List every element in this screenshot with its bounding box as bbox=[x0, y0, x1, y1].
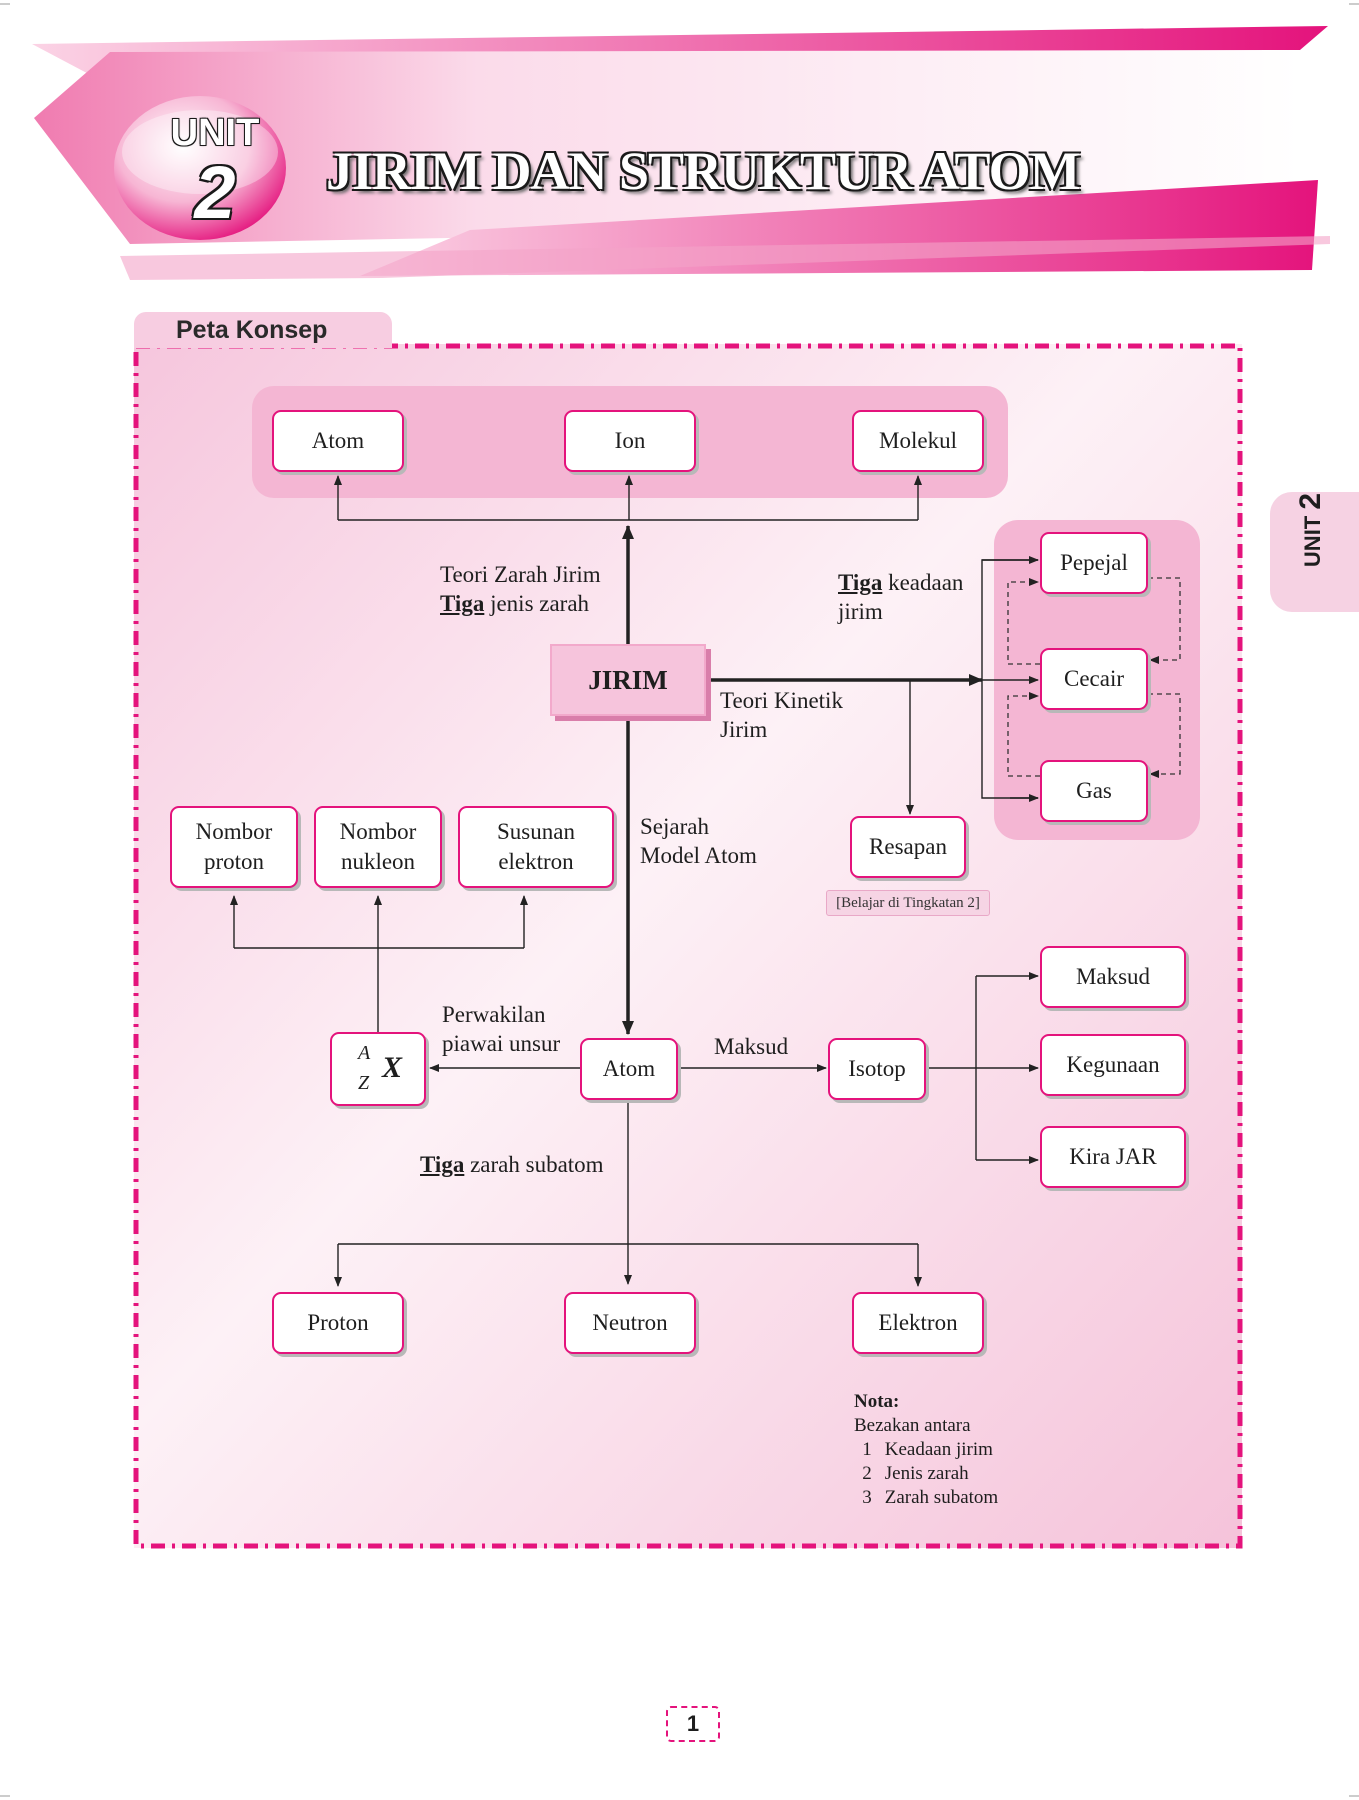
concept-map-border bbox=[133, 343, 1243, 1549]
label-atom-history: Sejarah Model Atom bbox=[640, 812, 757, 870]
node-jirim-center: JIRIM bbox=[550, 644, 706, 716]
node-cecair: Cecair bbox=[1040, 648, 1148, 710]
dashed-cecair-to-pepejal bbox=[1007, 578, 1040, 665]
label-subatomic-bold: Tiga bbox=[420, 1152, 465, 1177]
label-standard-line2: piawai unsur bbox=[442, 1031, 561, 1056]
unit-badge-disc bbox=[114, 96, 286, 240]
label-history-line2: Model Atom bbox=[640, 843, 757, 868]
banner-body bbox=[34, 50, 1300, 244]
mass-number-symbol: A bbox=[358, 1042, 371, 1064]
concept-map-tab bbox=[134, 312, 392, 348]
node-standard-notation: A Z X bbox=[330, 1032, 426, 1106]
node-kira-jar: Kira JAR bbox=[1040, 1126, 1186, 1188]
label-history-line1: Sejarah bbox=[640, 814, 709, 839]
label-particle-theory-line1: Teori Zarah Jirim bbox=[440, 562, 601, 587]
node-neutron: Neutron bbox=[564, 1292, 696, 1354]
side-tab-word: UNIT bbox=[1300, 515, 1325, 568]
label-states-bold: Tiga bbox=[838, 570, 883, 595]
side-unit-tab bbox=[1270, 492, 1359, 612]
note-item-text: Jenis zarah bbox=[884, 1463, 969, 1484]
label-meaning: Maksud bbox=[714, 1034, 789, 1059]
note-item-text: Zarah subatom bbox=[884, 1487, 999, 1508]
label-standard-line1: Perwakilan bbox=[442, 1002, 546, 1027]
label-subatomic-rest: zarah subatom bbox=[464, 1152, 604, 1177]
dashed-gas-to-cecair bbox=[1007, 692, 1040, 777]
atomic-number-symbol: Z bbox=[358, 1072, 370, 1094]
side-unit-tab-label: UNIT 2 bbox=[1294, 470, 1328, 590]
node-maksud: Maksud bbox=[1040, 946, 1186, 1008]
node-molekul: Molekul bbox=[852, 410, 984, 472]
note-box: Nota: Bezakan antara 1 Keadaan jirim 2 J… bbox=[854, 1390, 998, 1510]
note-item-number: 2 bbox=[862, 1463, 872, 1484]
note-intro: Bezakan antara bbox=[854, 1415, 971, 1436]
label-particle-theory-line2: Tiga jenis zarah bbox=[440, 589, 601, 618]
note-item: 2 Jenis zarah bbox=[854, 1462, 998, 1486]
chapter-title: JIRIM DAN STRUKTUR ATOM bbox=[326, 141, 1081, 201]
page-number: 1 bbox=[666, 1706, 720, 1742]
node-gas: Gas bbox=[1040, 760, 1148, 822]
label-kinetic-theory: Teori Kinetik Jirim bbox=[720, 686, 843, 744]
node-resapan: Resapan bbox=[850, 816, 966, 878]
unit-badge-gloss bbox=[122, 110, 278, 194]
label-states: Tiga keadaan jirim bbox=[838, 568, 963, 626]
node-nombor-nukleon: Nombor nukleon bbox=[314, 806, 442, 888]
node-elektron: Elektron bbox=[852, 1292, 984, 1354]
unit-badge-label: UNIT bbox=[170, 112, 260, 154]
note-title: Nota: bbox=[854, 1391, 900, 1412]
node-kegunaan: Kegunaan bbox=[1040, 1034, 1186, 1096]
dashed-cecair-to-gas bbox=[1148, 693, 1181, 778]
label-states-line1: Tiga keadaan bbox=[838, 568, 963, 597]
concept-map-tab-label: Peta Konsep bbox=[176, 316, 328, 344]
resapan-note: [Belajar di Tingkatan 2] bbox=[826, 890, 990, 916]
label-kinetic-line2: Jirim bbox=[720, 717, 768, 742]
node-isotop: Isotop bbox=[828, 1038, 926, 1100]
node-susunan-elektron: Susunan elektron bbox=[458, 806, 614, 888]
node-atom: Atom bbox=[580, 1038, 678, 1100]
dashed-pepejal-to-cecair bbox=[1148, 577, 1181, 664]
note-item-number: 1 bbox=[862, 1439, 872, 1460]
label-states-line2: jirim bbox=[838, 599, 883, 624]
label-states-rest: keadaan bbox=[882, 570, 964, 595]
node-atom-particle: Atom bbox=[272, 410, 404, 472]
node-proton: Proton bbox=[272, 1292, 404, 1354]
side-tab-number: 2 bbox=[1294, 492, 1327, 510]
unit-badge-number: 2 bbox=[194, 151, 236, 234]
node-nombor-proton: Nombor proton bbox=[170, 806, 298, 888]
element-symbol: X bbox=[382, 1051, 403, 1084]
label-kinetic-line1: Teori Kinetik bbox=[720, 688, 843, 713]
node-ion: Ion bbox=[564, 410, 696, 472]
note-item: 1 Keadaan jirim bbox=[854, 1438, 998, 1462]
label-particle-theory-rest: jenis zarah bbox=[484, 591, 590, 616]
label-standard-representation: Perwakilan piawai unsur bbox=[442, 1000, 560, 1058]
label-particle-theory-bold: Tiga bbox=[440, 591, 485, 616]
label-particle-theory: Teori Zarah Jirim Tiga jenis zarah bbox=[440, 560, 601, 618]
note-item-number: 3 bbox=[862, 1487, 872, 1508]
node-pepejal: Pepejal bbox=[1040, 532, 1148, 594]
banner-shadow bbox=[120, 236, 1330, 280]
label-subatomic: Tiga zarah subatom bbox=[420, 1150, 604, 1179]
note-item: 3 Zarah subatom bbox=[854, 1486, 998, 1510]
note-item-text: Keadaan jirim bbox=[884, 1439, 993, 1460]
